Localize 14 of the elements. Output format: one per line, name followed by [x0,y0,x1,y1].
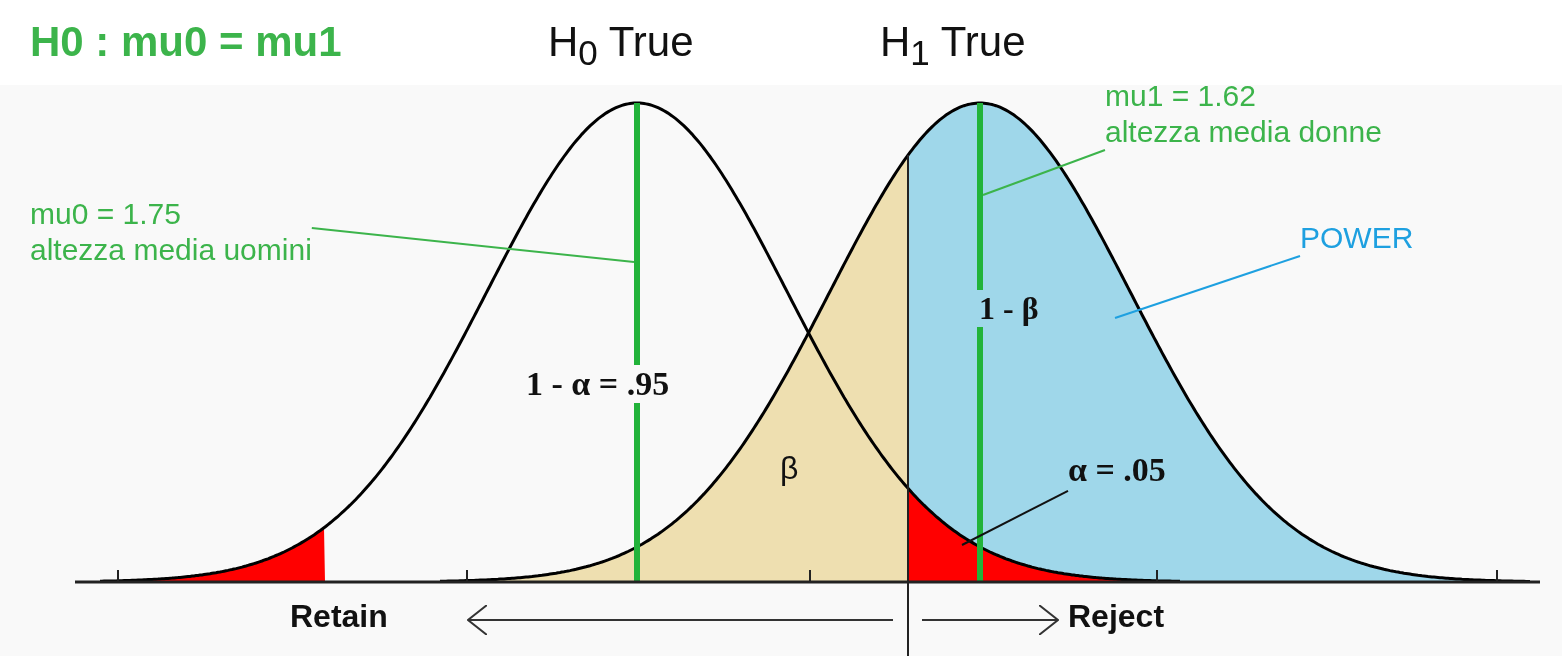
hypothesis-title: H0 : mu0 = mu1 [30,18,342,66]
power-label: POWER [1300,220,1414,256]
mean-annotation: mu1 = 1.62 altezza media donne [1105,78,1382,150]
leader-line [310,227,635,263]
axis-label: Retain [290,598,388,635]
distribution-heading: H$_{0}$ True [548,18,694,74]
distribution-heading: H$_{1}$ True [880,18,1026,74]
beta-label: β [780,450,799,487]
mean-annotation: mu0 = 1.75 altezza media uomini [30,196,312,268]
leader-line [1114,255,1301,319]
leader-line [982,149,1106,196]
leader-line [961,489,1069,546]
alpha-label: α = .05 [1068,450,1166,491]
axis-label: Reject [1068,598,1165,635]
